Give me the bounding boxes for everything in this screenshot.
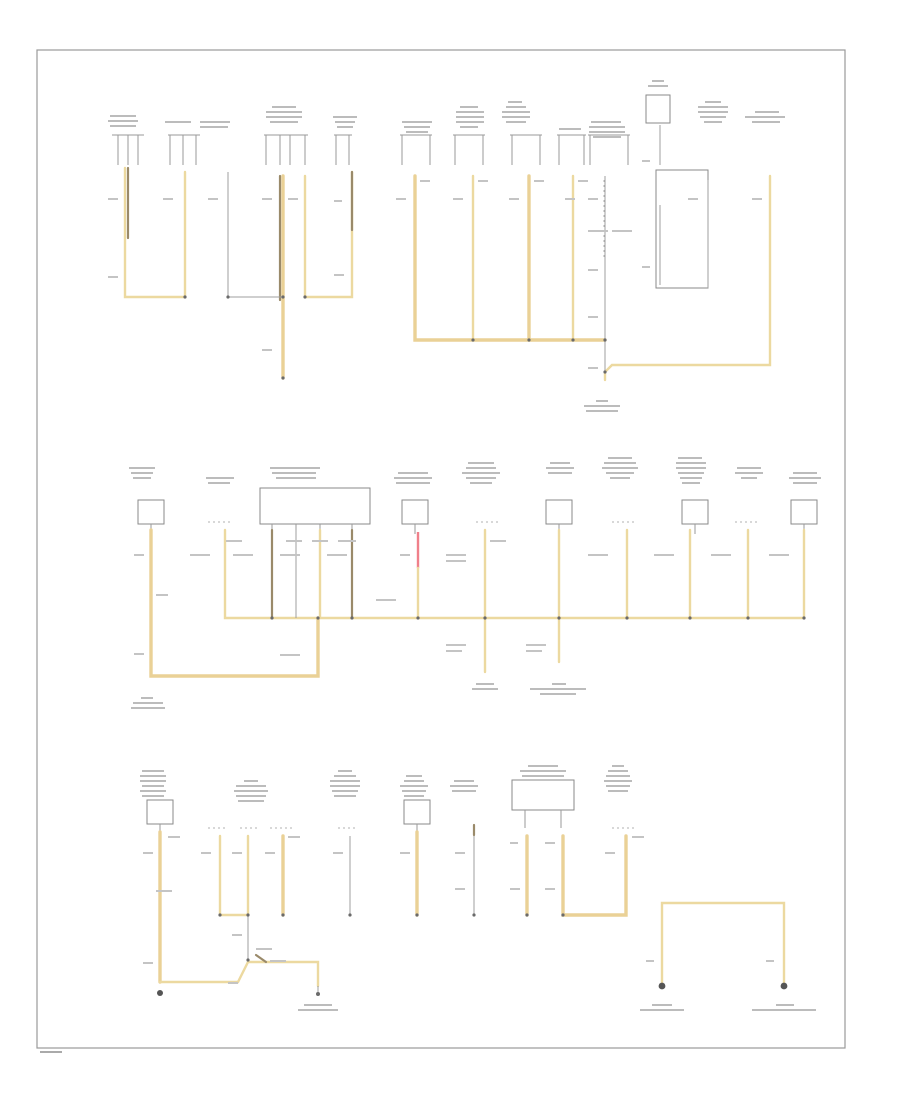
component-boxes-bottom — [146, 779, 575, 825]
component-boxes-middle — [137, 487, 818, 525]
component-labels-top — [108, 80, 785, 138]
wire-brown-b6 — [254, 953, 268, 964]
ground-labels-middle — [131, 683, 586, 709]
wire-codes-bottom — [143, 836, 774, 984]
section-top — [108, 80, 785, 412]
section-middle — [129, 457, 821, 709]
component-box-top-right — [645, 94, 709, 289]
splice-dots-bottom — [218, 913, 565, 962]
wire-yellow-t4 — [413, 174, 607, 342]
wire-yellow-m-bus — [223, 528, 806, 620]
section-bottom — [140, 765, 816, 1011]
wire-codes-top — [108, 160, 762, 369]
component-labels-bottom — [140, 765, 632, 802]
component-labels-middle — [129, 457, 821, 484]
connector-stubs-bottom — [159, 810, 634, 832]
wire-yellow-b2 — [158, 960, 320, 988]
ground-label-top — [584, 400, 620, 412]
ground-point-3 — [658, 982, 666, 990]
ground-point-4 — [780, 982, 788, 990]
wire-yellow-m1 — [149, 528, 320, 678]
wire-yellow-t3 — [303, 170, 354, 299]
wire-yellow-b3 — [218, 834, 250, 917]
splice-dots-middle — [270, 616, 806, 620]
wire-codes-middle — [134, 540, 789, 656]
ground-point-2 — [316, 992, 320, 996]
footer-code — [40, 1051, 62, 1053]
ground-terminals — [157, 982, 788, 996]
diagram-frame — [36, 49, 846, 1049]
wire-yellow-b12 — [660, 901, 786, 987]
wire-yellow-t11 — [603, 174, 772, 382]
wire-yellow-b11 — [561, 834, 628, 917]
connector-stubs-top — [112, 134, 630, 165]
splice-dots-top — [183, 295, 607, 380]
wire-yellow-t1 — [123, 166, 187, 299]
ground-labels-bottom — [298, 1004, 816, 1011]
ground-point-1 — [157, 990, 163, 996]
